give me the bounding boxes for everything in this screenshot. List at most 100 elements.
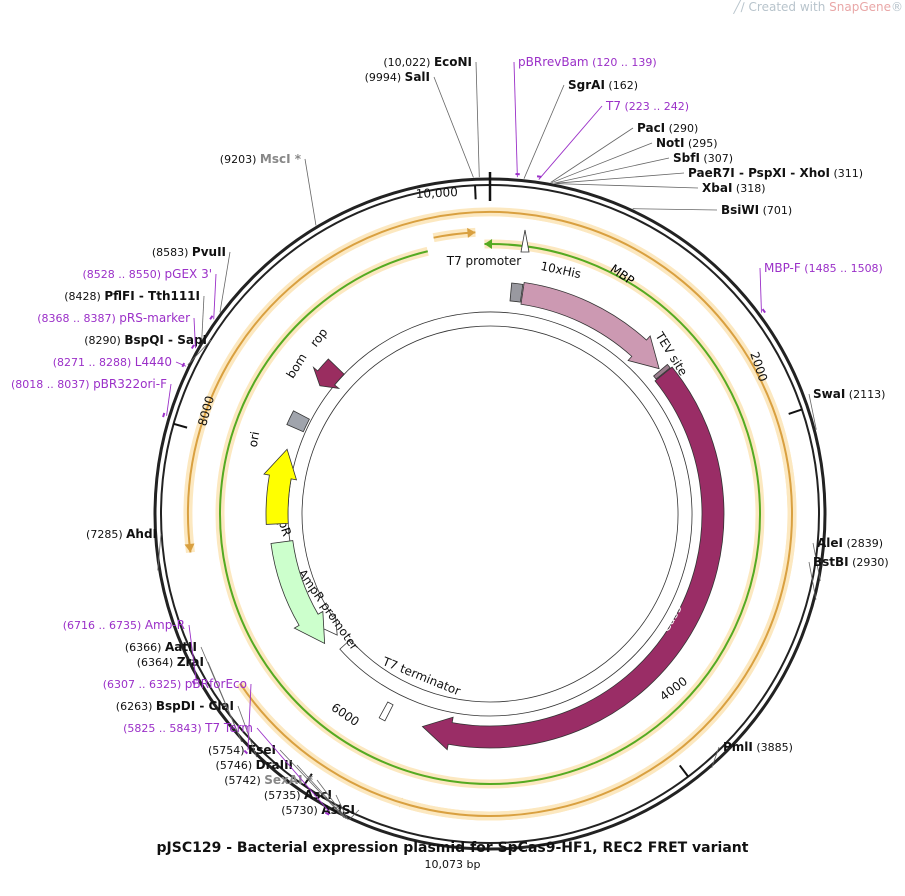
10xhis-box[interactable] bbox=[509, 282, 524, 303]
ruler-tick bbox=[173, 422, 188, 429]
mbp-arrow[interactable] bbox=[520, 282, 660, 370]
backbone-layer bbox=[153, 172, 827, 851]
primer-prs-marker-mark bbox=[190, 344, 195, 350]
primer-pbrforeco[interactable]: (6307 .. 6325) pBRforEco bbox=[103, 677, 247, 691]
enzyme-ahdi[interactable]: (7285) AhdI bbox=[86, 527, 157, 541]
draiii-leader bbox=[296, 764, 346, 819]
enzyme-asci[interactable]: (5735) AscI bbox=[264, 788, 332, 802]
orf-layer bbox=[183, 207, 797, 821]
ampr-arrow[interactable] bbox=[270, 540, 326, 645]
enzyme-bstbi[interactable]: BstBI (2930) bbox=[813, 555, 889, 569]
enzyme-bspqi-sapi[interactable]: (8290) BspQI - SapI bbox=[84, 333, 207, 347]
t7-promoter-label: T7 promoter bbox=[446, 254, 522, 268]
enzyme-bsiwi[interactable]: BsiWI (701) bbox=[721, 203, 792, 217]
primer-mbp-f-mark bbox=[761, 308, 766, 314]
enzyme-draiii[interactable]: (5746) DraIII bbox=[216, 758, 293, 772]
ruler-tick bbox=[788, 408, 803, 415]
ruler-label: 6000 bbox=[329, 700, 362, 729]
bsiwi-leader bbox=[632, 208, 718, 211]
snapgene-branding: ╱∕ Created with SnapGene® bbox=[733, 0, 903, 14]
ori-arrow[interactable] bbox=[263, 448, 298, 525]
ruler-tick bbox=[678, 764, 689, 778]
alei-leader bbox=[812, 542, 821, 582]
sgrai-leader bbox=[523, 84, 565, 179]
primer-pgex-3-mark bbox=[209, 315, 214, 320]
enzyme-pvuii[interactable]: (8583) PvuII bbox=[152, 245, 226, 259]
orf-arc bbox=[219, 243, 761, 785]
enzyme-paer7i-pspxi-xhoi[interactable]: PaeR7I - PspXI - XhoI (311) bbox=[688, 166, 863, 180]
branding-prefix: Created with bbox=[748, 0, 830, 14]
enzyme-sexai[interactable]: (5742) SexAI * bbox=[224, 773, 314, 787]
primer-amp-r[interactable]: (6716 .. 6735) Amp-R bbox=[63, 618, 185, 632]
primer-pbrrevbam[interactable]: pBRrevBam (120 .. 139) bbox=[518, 55, 657, 69]
enzyme-msci[interactable]: (9203) MscI * bbox=[220, 152, 302, 166]
econi-leader bbox=[475, 61, 480, 178]
orf-arc bbox=[187, 211, 793, 817]
primer-prs-marker-leader bbox=[193, 317, 196, 349]
rop-label: rop bbox=[307, 325, 330, 349]
ampr-promoter-arrow[interactable] bbox=[287, 311, 693, 717]
enzyme-pflfi-tth111i[interactable]: (8428) PflFI - Tth111I bbox=[64, 289, 200, 303]
rop-arrow[interactable] bbox=[312, 358, 345, 390]
enzyme-zrai[interactable]: (6364) ZraI bbox=[137, 655, 204, 669]
t7-promoter-arrow-icon[interactable] bbox=[520, 229, 530, 253]
primer-amp-r-mark bbox=[191, 680, 196, 686]
fsei-leader bbox=[279, 749, 345, 819]
primer-pbr322ori-f[interactable]: (8018 .. 8037) pBR322ori-F bbox=[11, 377, 167, 391]
orf-arrowhead-icon bbox=[467, 227, 476, 238]
xbai-leader bbox=[556, 183, 699, 189]
primer-pbrrevbam-leader bbox=[513, 61, 518, 178]
primer-t7-mark bbox=[536, 175, 542, 178]
primer-mbp-f[interactable]: MBP-F (1485 .. 1508) bbox=[764, 261, 883, 275]
primer-pgex-3-leader bbox=[213, 273, 217, 320]
bom-box[interactable] bbox=[286, 410, 310, 433]
pvuii-leader bbox=[219, 251, 231, 313]
enzyme-sali[interactable]: (9994) SalI bbox=[365, 70, 430, 84]
orf-arrowhead-icon bbox=[484, 239, 493, 250]
enzyme-econi[interactable]: (10,022) EcoNI bbox=[383, 55, 472, 69]
msci-leader bbox=[304, 158, 317, 226]
pmli-leader bbox=[711, 746, 720, 768]
primer-t7-term-mark bbox=[324, 811, 330, 816]
paer7i-pspxi-xhoi-leader bbox=[554, 172, 685, 184]
enzyme-xbai[interactable]: XbaI (318) bbox=[702, 181, 765, 195]
primer-pbr322ori-f-mark bbox=[162, 412, 166, 418]
bstbi-leader bbox=[808, 561, 817, 600]
ruler-tick bbox=[474, 185, 477, 200]
primer-mbp-f-leader bbox=[759, 267, 762, 313]
enzyme-sbfi[interactable]: SbfI (307) bbox=[673, 151, 733, 165]
enzyme-paci[interactable]: PacI (290) bbox=[637, 121, 698, 135]
enzyme-noti[interactable]: NotI (295) bbox=[656, 136, 718, 150]
primer-pbr322ori-f-leader bbox=[166, 383, 172, 416]
enzyme-fsei[interactable]: (5754) FseI bbox=[208, 743, 276, 757]
sali-leader bbox=[433, 76, 474, 178]
primer-t7-term[interactable]: (5825 .. 5843) T7 Term bbox=[123, 721, 253, 735]
bom-label: bom bbox=[284, 351, 310, 381]
enzyme-swai[interactable]: SwaI (2113) bbox=[813, 387, 885, 401]
asci-leader bbox=[335, 794, 349, 820]
enzyme-pmli[interactable]: PmlI (3885) bbox=[723, 740, 793, 754]
enzyme-bspdi-clai[interactable]: (6263) BspDI - ClaI bbox=[116, 699, 234, 713]
primer-pbrforeco-leader bbox=[247, 683, 252, 750]
enzyme-sgrai[interactable]: SgrAI (162) bbox=[568, 78, 638, 92]
primer-pgex-3[interactable]: (8528 .. 8550) pGEX 3' bbox=[82, 267, 212, 281]
primer-t7[interactable]: T7 (223 .. 242) bbox=[605, 99, 689, 113]
aatii-leader bbox=[200, 646, 242, 742]
tev-site-box[interactable] bbox=[653, 363, 671, 380]
primer-l4440[interactable]: (8271 .. 8288) L4440 bbox=[53, 355, 172, 369]
enzyme-aatii[interactable]: (6366) AatII bbox=[125, 640, 197, 654]
sexai-leader bbox=[316, 779, 347, 820]
primer-prs-marker[interactable]: (8368 .. 8387) pRS-marker bbox=[37, 311, 190, 325]
bspdi-clai-leader bbox=[237, 705, 257, 758]
branding-name: SnapGene bbox=[829, 0, 891, 14]
cas9-arrow[interactable] bbox=[421, 366, 725, 751]
t7-terminator-box[interactable] bbox=[378, 701, 394, 722]
swai-leader bbox=[808, 393, 817, 430]
ahdi-leader bbox=[157, 533, 162, 571]
sbfi-leader bbox=[554, 157, 670, 184]
enzyme-asisi[interactable]: (5730) AsiSI bbox=[281, 803, 355, 817]
enzyme-alei[interactable]: AleI (2839) bbox=[817, 536, 883, 550]
primer-t7-term-leader bbox=[256, 727, 330, 812]
annotation-layer: (10,022) EcoNI(9994) SalI SgrAI (162) PacI… bbox=[11, 55, 889, 821]
